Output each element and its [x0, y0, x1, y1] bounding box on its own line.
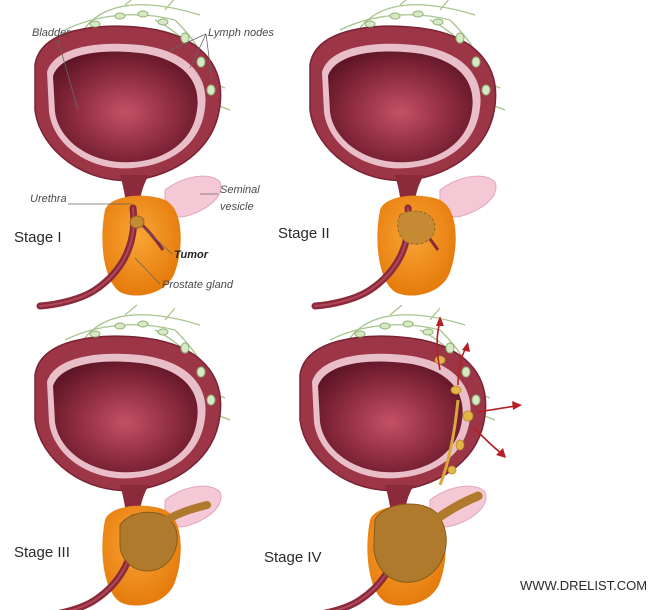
stage-2-tumor: [398, 211, 435, 244]
seminal-vesicle-label-line1: Seminal: [220, 184, 260, 196]
tumor-label: Tumor: [174, 249, 209, 261]
stage-4-label: Stage IV: [264, 549, 322, 566]
watermark-text: WWW.DRELIST.COM: [520, 578, 647, 593]
stage-3-label: Stage III: [14, 544, 70, 561]
seminal-vesicle-label-line2: vesicle: [220, 201, 254, 213]
stage-2-illustration: [310, 0, 505, 306]
stage-2-label: Stage II: [278, 225, 330, 242]
bladder-label: Bladder: [32, 27, 71, 39]
urethra-label: Urethra: [30, 193, 67, 205]
prostate-gland-label: Prostate gland: [162, 279, 234, 291]
stage-3-illustration: [35, 305, 230, 610]
stage-1-label: Stage I: [14, 229, 62, 246]
lymph-nodes-label: Lymph nodes: [208, 27, 274, 39]
